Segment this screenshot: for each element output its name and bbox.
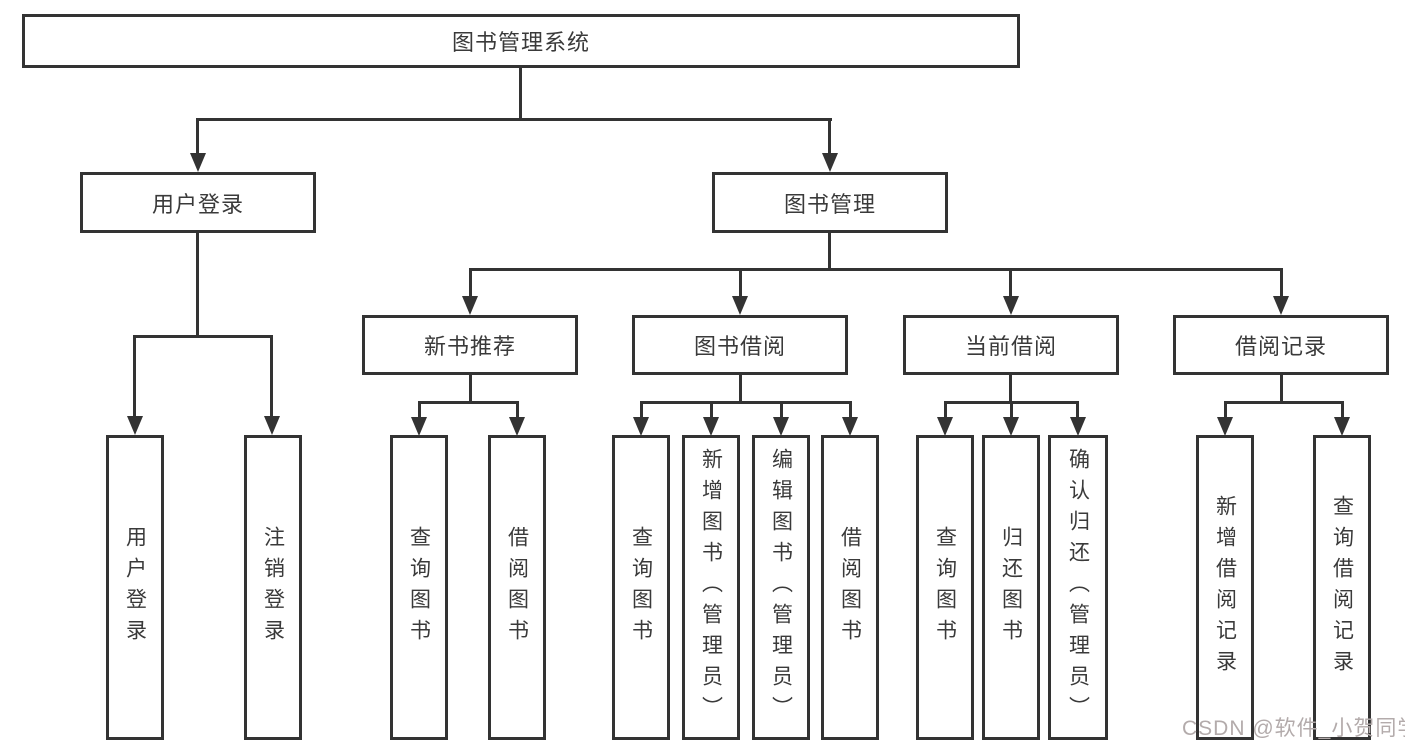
leaf-borrow-books-recommend: 借阅图书: [488, 435, 546, 740]
arrow-down-icon: [773, 417, 789, 436]
node-label: 图书管理系统: [451, 30, 590, 55]
connector-line: [469, 268, 1283, 271]
node-label: 确认归还（管理员）: [1066, 448, 1090, 727]
arrow-down-icon: [462, 296, 478, 315]
leaf-return-book: 归还图书: [982, 435, 1040, 740]
arrow-down-icon: [1334, 417, 1350, 436]
node-label: 查询图书: [933, 525, 957, 650]
node-new-book-recommend: 新书推荐: [362, 315, 578, 375]
node-label: 归还图书: [999, 525, 1023, 650]
connector-line: [1009, 375, 1012, 403]
node-label: 用户登录: [123, 525, 147, 650]
arrow-down-icon: [264, 416, 280, 435]
arrow-down-icon: [1273, 296, 1289, 315]
connector-line: [739, 375, 742, 403]
connector-line: [640, 401, 852, 404]
connector-line: [418, 401, 421, 419]
leaf-confirm-return-admin: 确认归还（管理员）: [1048, 435, 1108, 740]
node-label: 查询图书: [407, 525, 431, 650]
arrow-down-icon: [937, 417, 953, 436]
node-current-borrow: 当前借阅: [903, 315, 1119, 375]
connector-line: [196, 118, 832, 121]
connector-line: [469, 375, 472, 403]
node-label: 借阅图书: [838, 525, 862, 650]
connector-line: [1009, 268, 1012, 298]
arrow-down-icon: [127, 416, 143, 435]
arrow-down-icon: [703, 417, 719, 436]
arrow-down-icon: [633, 417, 649, 436]
node-label: 新书推荐: [423, 334, 516, 359]
connector-line: [1280, 375, 1283, 403]
node-user-login: 用户登录: [80, 172, 316, 233]
node-label: 新增图书（管理员）: [699, 448, 723, 727]
connector-line: [1224, 401, 1344, 404]
connector-line: [780, 401, 783, 419]
connector-line: [849, 401, 852, 419]
connector-line: [133, 335, 136, 420]
arrow-down-icon: [1003, 296, 1019, 315]
node-borrow-records: 借阅记录: [1173, 315, 1389, 375]
node-label: 借阅图书: [505, 525, 529, 650]
connector-line: [739, 268, 742, 298]
connector-line: [519, 68, 522, 120]
arrow-down-icon: [411, 417, 427, 436]
node-label: 借阅记录: [1234, 334, 1327, 359]
connector-line: [133, 335, 273, 338]
connector-line: [1076, 401, 1079, 419]
node-label: 当前借阅: [964, 334, 1057, 359]
node-label: 新增借阅记录: [1213, 494, 1237, 681]
node-label: 编辑图书（管理员）: [769, 448, 793, 727]
node-label: 查询图书: [629, 525, 653, 650]
arrow-down-icon: [190, 153, 206, 172]
connector-line: [640, 401, 643, 419]
connector-line: [944, 401, 947, 419]
connector-line: [1280, 268, 1283, 298]
leaf-add-borrow-record: 新增借阅记录: [1196, 435, 1254, 740]
leaf-add-book-admin: 新增图书（管理员）: [682, 435, 740, 740]
connector-line: [1010, 401, 1013, 419]
connector-line: [1341, 401, 1344, 419]
arrow-down-icon: [1217, 417, 1233, 436]
node-book-management: 图书管理: [712, 172, 948, 233]
node-book-borrow: 图书借阅: [632, 315, 848, 375]
connector-line: [270, 335, 273, 420]
node-library-system: 图书管理系统: [22, 14, 1020, 68]
connector-line: [828, 118, 831, 158]
leaf-query-borrow-record: 查询借阅记录: [1313, 435, 1371, 740]
node-label: 查询借阅记录: [1330, 494, 1354, 681]
leaf-logout: 注销登录: [244, 435, 302, 740]
connector-line: [516, 401, 519, 419]
arrow-down-icon: [1070, 417, 1086, 436]
connector-line: [710, 401, 713, 419]
connector-line: [196, 118, 199, 158]
arrow-down-icon: [842, 417, 858, 436]
connector-line: [828, 233, 831, 270]
leaf-query-books-recommend: 查询图书: [390, 435, 448, 740]
connector-line: [469, 268, 472, 298]
node-label: 图书借阅: [693, 334, 786, 359]
node-label: 注销登录: [261, 525, 285, 650]
connector-line: [1224, 401, 1227, 419]
leaf-edit-book-admin: 编辑图书（管理员）: [752, 435, 810, 740]
arrow-down-icon: [732, 296, 748, 315]
leaf-user-login: 用户登录: [106, 435, 164, 740]
arrow-down-icon: [822, 153, 838, 172]
leaf-query-books-current: 查询图书: [916, 435, 974, 740]
connector-line: [196, 233, 199, 337]
leaf-borrow-books-borrow: 借阅图书: [821, 435, 879, 740]
watermark-text: CSDN @软件_小贺同学: [1182, 717, 1405, 740]
connector-line: [418, 401, 519, 404]
node-label: 图书管理: [783, 191, 876, 217]
leaf-query-books-borrow: 查询图书: [612, 435, 670, 740]
node-label: 用户登录: [151, 191, 244, 217]
arrow-down-icon: [1003, 417, 1019, 436]
arrow-down-icon: [509, 417, 525, 436]
